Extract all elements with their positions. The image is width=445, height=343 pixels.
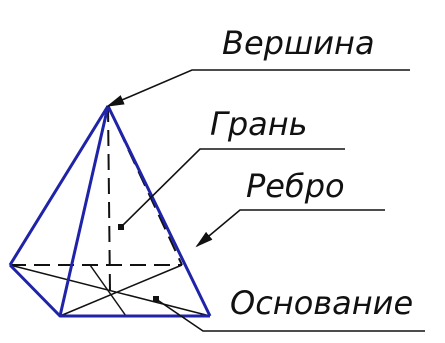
- base-leader: [155, 298, 425, 332]
- apex-leader: [106, 69, 410, 107]
- front-left-edge: [8, 105, 110, 266]
- front-right-edge: [106, 105, 212, 317]
- base-front-edges: [8, 263, 210, 318]
- points: [118, 224, 159, 302]
- label-face: Грань: [210, 105, 308, 143]
- base-construction: [9, 264, 211, 317]
- label-base: Основание: [230, 284, 413, 322]
- base-diagonal-2: [59, 264, 183, 317]
- leaders: [106, 69, 425, 332]
- face-leader: [120, 148, 345, 228]
- hidden-edges: [10, 105, 183, 293]
- pyramid-edges: [8, 105, 212, 318]
- base-diagonal-1: [9, 264, 211, 317]
- front-center-edge: [58, 105, 110, 317]
- edge-leader: [195, 209, 385, 248]
- label-apex: Вершина: [222, 24, 375, 62]
- base-midline: [89, 264, 127, 317]
- label-edge: Ребро: [246, 167, 345, 205]
- hidden-pyramid-height: [107, 105, 111, 293]
